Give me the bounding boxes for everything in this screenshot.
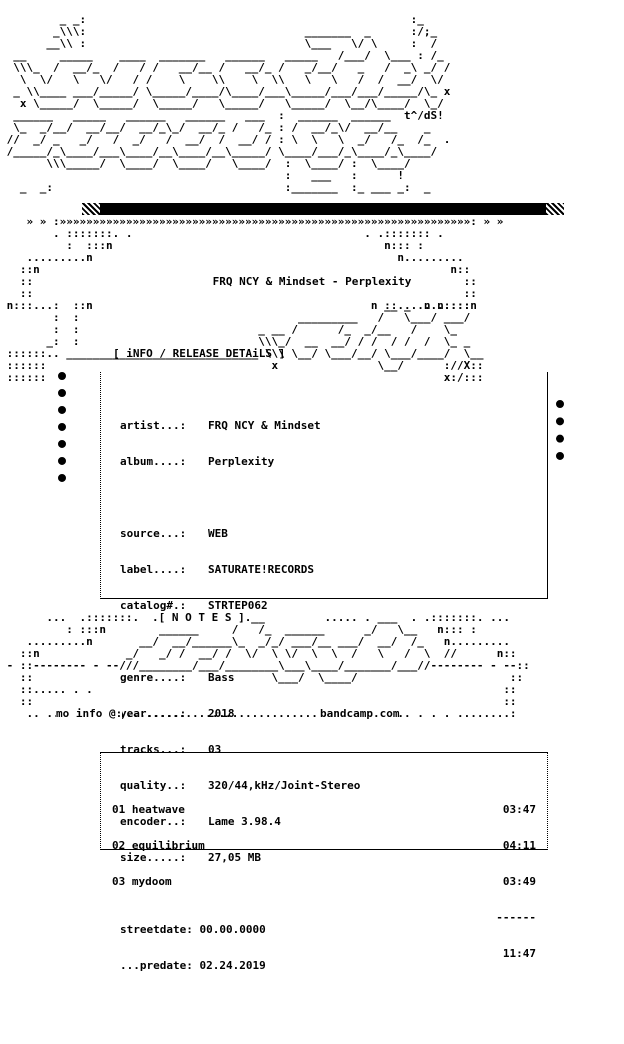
total-separator: ------ — [496, 911, 536, 924]
info-heading: [ iNFO / RELEASE DETAiLS ] — [113, 347, 286, 360]
notes-heading: .[ N O T E S ]. — [152, 611, 252, 624]
left-dot-column — [58, 372, 66, 482]
album-value: Perplexity — [208, 455, 275, 468]
year-value: 2018 — [208, 707, 235, 720]
info-row: artist...:FRQ NCY & Mindset — [120, 419, 321, 432]
genre-value: Bass — [208, 671, 235, 684]
tracklist: 01 heatwave 03:47 02 equilibrium 04:11 03 … — [112, 780, 536, 972]
track-time: 03:47 — [502, 803, 536, 816]
track-time: 03:49 — [502, 875, 536, 888]
release-title: FRQ NCY & Mindset - Perplexity — [212, 275, 412, 288]
track-row: 02 equilibrium 04:11 — [112, 840, 536, 852]
catalog-value: STRTEP062 — [208, 599, 268, 612]
info-row: source...:WEB — [120, 527, 228, 540]
header-bar — [100, 203, 546, 215]
info-row: label....:SATURATE!RECORDS — [120, 563, 314, 576]
info-fields: artist...:FRQ NCY & Mindset album....:Pe… — [120, 396, 360, 984]
info-row: catalog#.:STRTEP062 — [120, 599, 268, 612]
label-value: SATURATE!RECORDS — [208, 563, 314, 576]
tracklist-box — [100, 752, 548, 850]
info-row: size.....:27,05 MB — [120, 851, 261, 864]
streetdate-key: streetdate: — [120, 923, 193, 936]
info-row-spacer — [120, 492, 360, 504]
ascii-notes-art: ... .:::::::. ____ ..... . ___ . .::::::… — [6, 611, 530, 720]
separator-row: ------ — [112, 912, 536, 924]
more-info-link[interactable]: bandcamp.com — [320, 707, 400, 720]
ascii-logo-art: _ _: :_ _\\\: _______ _ :/;_ __\\ : \___… — [6, 13, 451, 194]
total-row: 11:47 — [112, 948, 536, 960]
info-row: quality..:320/44,kHz/Joint-Stereo — [120, 779, 361, 792]
predate-value: 02.24.2019 — [199, 959, 266, 972]
encoder-value: Lame 3.98.4 — [208, 815, 281, 828]
total-time: 11:47 — [502, 947, 536, 960]
right-dot-column — [556, 400, 564, 460]
track-title: 03 mydoom — [112, 875, 172, 888]
streetdate-value: 00.00.0000 — [199, 923, 266, 936]
track-title: 02 equilibrium — [112, 839, 205, 852]
track-title: 01 heatwave — [112, 803, 185, 816]
track-row: 01 heatwave 03:47 — [112, 804, 536, 816]
info-box — [100, 372, 548, 599]
predate-key: ...predate: — [120, 959, 193, 972]
quality-value: 320/44,kHz/Joint-Stereo — [208, 779, 361, 792]
track-time: 04:11 — [502, 839, 536, 852]
info-row: year.....:2018 — [120, 707, 235, 720]
size-value: 27,05 MB — [208, 851, 261, 864]
source-value: WEB — [208, 527, 228, 540]
track-row: 03 mydoom 03:49 — [112, 876, 536, 888]
artist-value: FRQ NCY & Mindset — [208, 419, 321, 432]
info-row: album....:Perplexity — [120, 455, 275, 468]
info-row: streetdate: 00.00.0000 — [120, 924, 360, 936]
info-row: ...predate: 02.24.2019 — [120, 960, 360, 972]
bar-left-hatch — [82, 203, 100, 215]
info-row: encoder..:Lame 3.98.4 — [120, 815, 281, 828]
ascii-info-art: __ _ n n:::: : : _________ / \___/ ___/ … — [6, 299, 484, 384]
info-row: genre....:Bass — [120, 671, 235, 684]
bar-right-hatch — [546, 203, 564, 215]
ascii-divider-art: » » :»»»»»»»»»»»»»»»»»»»»»»»»»»»»»»»»»»»… — [6, 215, 504, 312]
more-info-label: mo info @: — [56, 707, 123, 720]
